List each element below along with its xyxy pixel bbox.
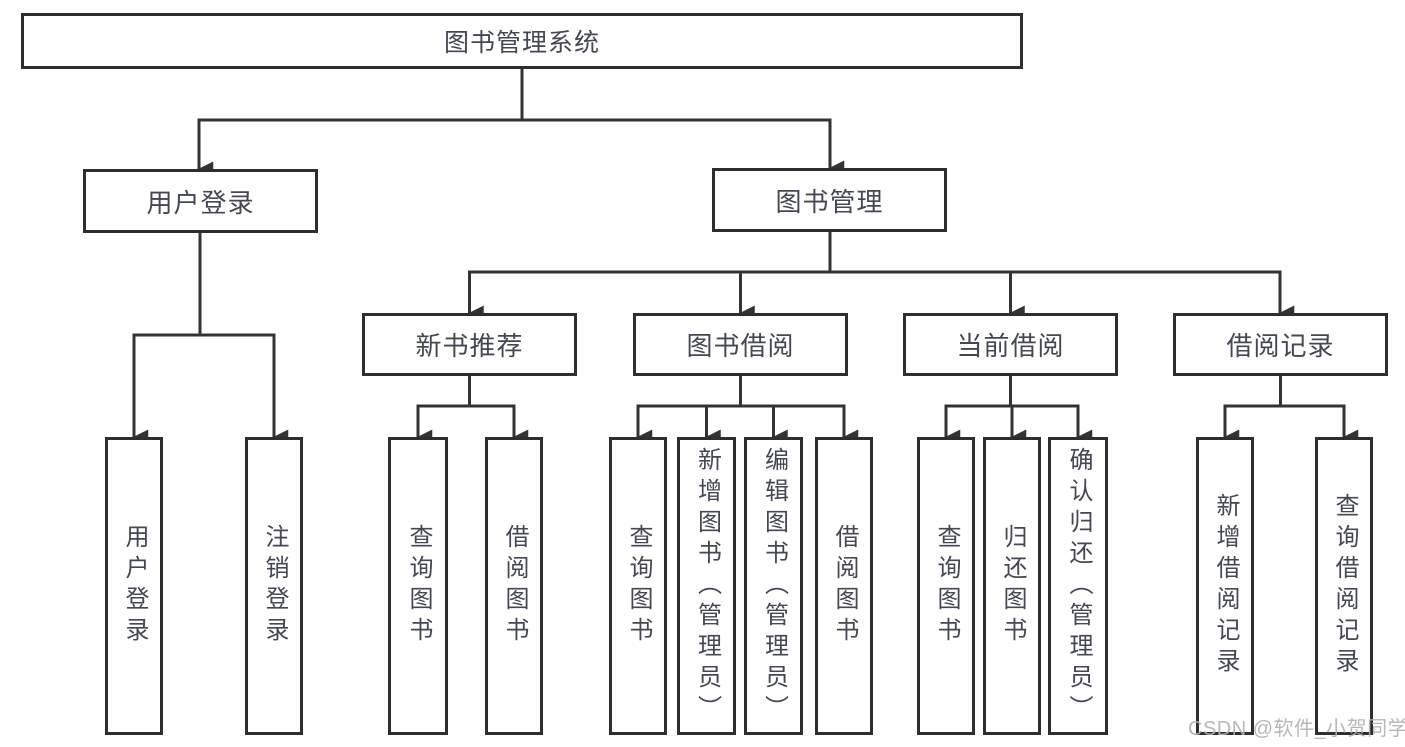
leaf-records-add-record: 新增借阅记录 — [1196, 437, 1254, 735]
node-label: 图书管理 — [775, 186, 884, 217]
node-label: 查询图书 — [933, 524, 960, 648]
node-current-borrow: 当前借阅 — [903, 313, 1118, 376]
connector-new-book-elbow — [416, 376, 516, 408]
node-label: 查询图书 — [405, 524, 432, 648]
node-label: 图书借阅 — [686, 331, 795, 361]
connector-book-borrow-elbow — [636, 376, 846, 408]
leaf-current-return-book: 归还图书 — [983, 437, 1041, 735]
node-root-system: 图书管理系统 — [21, 13, 1023, 69]
leaf-records-query-record: 查询借阅记录 — [1315, 437, 1373, 735]
node-label: 查询借阅记录 — [1331, 493, 1358, 679]
leaf-borrow-add-book-admin: 新增图书（管理员） — [677, 437, 736, 735]
node-label: 查询图书 — [625, 524, 652, 648]
node-label: 借阅图书 — [501, 524, 528, 648]
connector-book-management-elbow — [468, 232, 1281, 274]
leaf-newbook-borrow-book: 借阅图书 — [485, 437, 543, 735]
node-label: 用户登录 — [121, 524, 148, 648]
leaf-user-login: 用户登录 — [105, 437, 163, 735]
connector-user-login-elbow — [132, 233, 276, 337]
node-label: 编辑图书（管理员） — [760, 446, 788, 726]
node-label: 归还图书 — [999, 524, 1026, 648]
node-label: 确认归还（管理员） — [1065, 446, 1092, 726]
leaf-newbook-query-book: 查询图书 — [388, 437, 448, 735]
leaf-current-query-book: 查询图书 — [917, 437, 975, 735]
node-label: 图书管理系统 — [443, 29, 600, 57]
node-label: 新增图书（管理员） — [693, 446, 721, 726]
leaf-logout: 注销登录 — [245, 437, 303, 735]
leaf-borrow-query-book: 查询图书 — [609, 437, 667, 735]
leaf-borrow-borrow-book: 借阅图书 — [815, 437, 873, 735]
node-user-login: 用户登录 — [83, 169, 318, 233]
node-label: 当前借阅 — [956, 331, 1065, 361]
node-label: 用户登录 — [146, 187, 255, 218]
node-label: 借阅图书 — [831, 524, 858, 648]
connector-root-elbow — [197, 69, 830, 122]
node-new-book-recommend: 新书推荐 — [362, 313, 577, 376]
leaf-current-confirm-return-admin: 确认归还（管理员） — [1048, 437, 1108, 735]
csdn-watermark: CSDN @软件_小贺同学 — [1188, 718, 1405, 740]
node-label: 注销登录 — [261, 524, 288, 648]
node-label: 借阅记录 — [1226, 331, 1335, 361]
node-book-management: 图书管理 — [712, 168, 947, 232]
node-label: 新书推荐 — [415, 331, 524, 361]
node-book-borrow: 图书借阅 — [633, 313, 848, 376]
connector-current-borrow-elbow — [944, 376, 1080, 408]
leaf-borrow-edit-book-admin: 编辑图书（管理员） — [744, 437, 803, 735]
connector-borrow-records-elbow — [1223, 376, 1346, 408]
node-borrow-records: 借阅记录 — [1173, 313, 1388, 376]
node-label: 新增借阅记录 — [1212, 493, 1239, 679]
